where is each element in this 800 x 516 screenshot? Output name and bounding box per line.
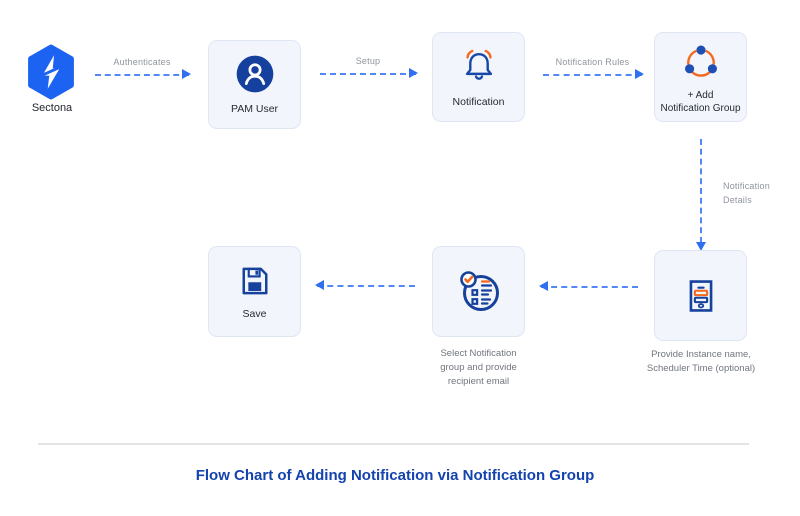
arrow-label: Setup [355,56,381,66]
arrow-head-icon [315,280,324,290]
arrow-line [320,68,418,78]
node-caption: Provide Instance name, Scheduler Time (o… [646,349,756,374]
node-select-notification-group [432,246,525,337]
arrow-line [315,280,415,290]
arrow-head-icon [696,242,706,251]
arrow-authenticates: Authenticates [95,57,191,79]
save-icon [235,261,275,301]
node-caption: Select Notification group and provide re… [440,348,517,387]
arrow-head-icon [182,69,191,79]
page-title: Flow Chart of Adding Notification via No… [195,467,595,484]
checklist-icon [455,268,503,316]
node-add-notification-group: + Add Notification Group [654,32,747,122]
sectona-logo: Sectona [26,44,78,114]
arrow-head-icon [409,68,418,78]
arrow-label: Authenticates [113,57,171,67]
node-pam-user: PAM User [208,40,301,129]
arrow-notification-rules: Notification Rules [543,57,644,79]
node-label: Save [242,308,267,321]
node-label: PAM User [230,103,279,116]
arrow-notification-details [696,139,706,251]
arrow-label: Notification Rules [555,57,630,67]
user-icon [233,52,277,96]
group-icon [679,40,723,82]
node-label: Notification [452,95,505,108]
divider [38,443,749,445]
node-notification: Notification [432,32,525,122]
arrow-to-select-group [539,281,638,291]
arrow-label: Notification Details [723,181,770,205]
arrow-setup: Setup [320,56,418,78]
arrow-line [543,69,644,79]
arrow-to-save [315,280,415,290]
node-label: + Add Notification Group [660,89,741,114]
form-icon [680,275,722,317]
arrow-line [95,69,191,79]
sectona-label: Sectona [31,102,73,114]
sectona-hexagon-bolt-icon [26,44,78,100]
arrow-head-icon [539,281,548,291]
arrow-line [539,281,638,291]
arrow-head-icon [635,69,644,79]
node-provide-instance [654,250,747,341]
bell-icon [457,45,501,89]
node-save: Save [208,246,301,337]
